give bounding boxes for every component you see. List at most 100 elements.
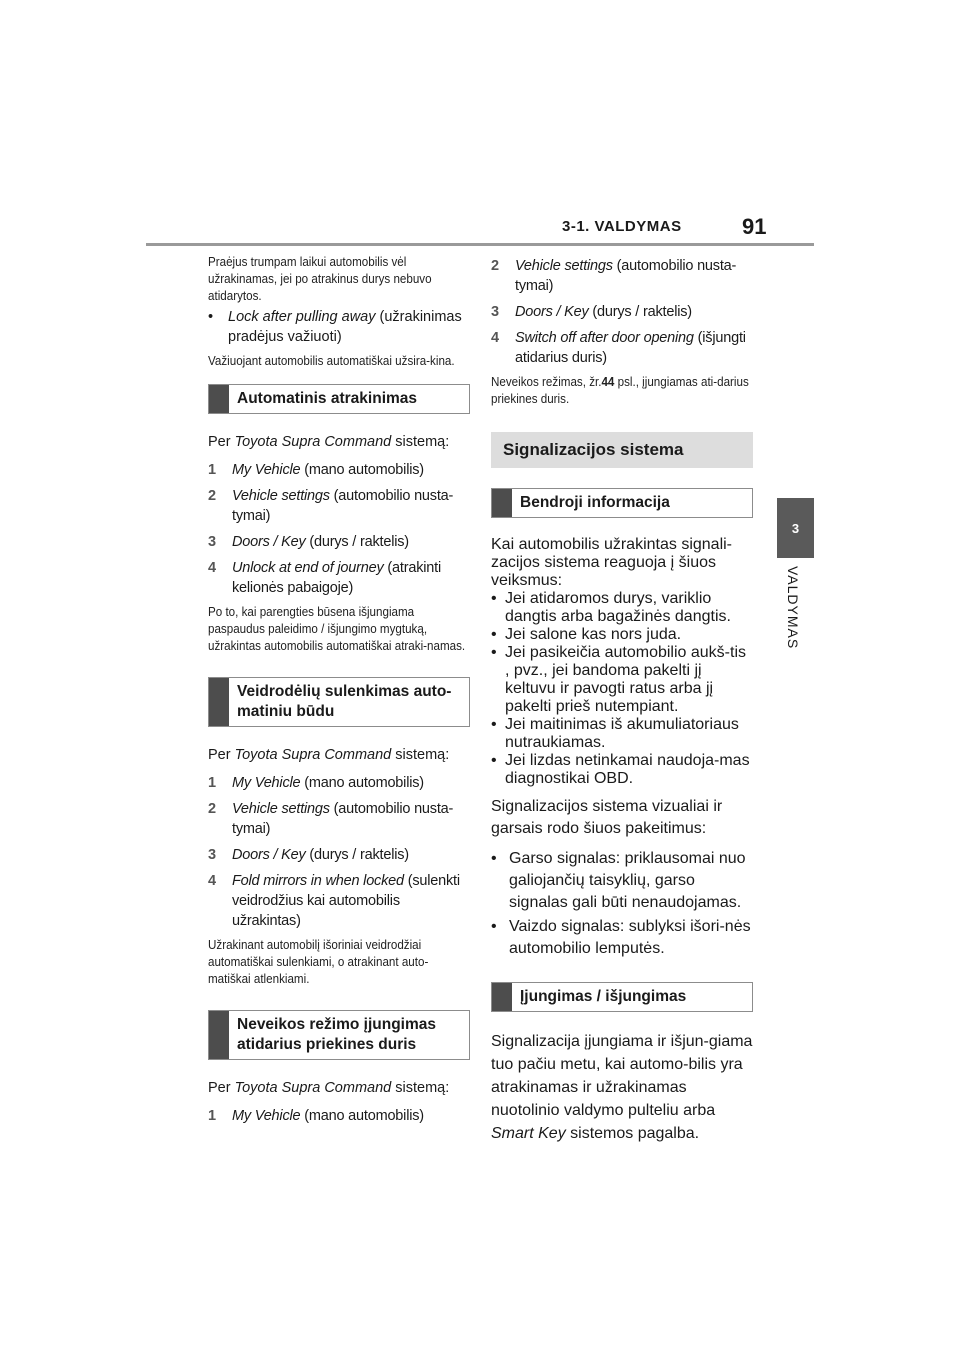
section-intro: Per Toyota Supra Command sistemą:: [208, 1078, 470, 1098]
step-rest: (durys / raktelis): [588, 304, 692, 320]
idle-mode-note: Neveikos režimas, žr.44 psl., įjungiamas…: [491, 374, 751, 408]
step-number: 1: [208, 1108, 216, 1124]
bullet-dot: •: [491, 716, 497, 733]
header-divider: [146, 243, 814, 246]
bullet-dot: •: [491, 626, 497, 643]
section-intro: Per Toyota Supra Command sistemą:: [208, 432, 470, 452]
step-emphasis: My Vehicle: [232, 462, 301, 478]
step-emphasis: Fold mirrors in when locked: [232, 873, 404, 889]
step-number: 1: [208, 775, 216, 791]
step-number: 2: [208, 488, 216, 504]
list-item-text: Vaizdo signalas: sublyksi išori-nės auto…: [509, 918, 751, 957]
step-number: 3: [208, 847, 216, 863]
para-post: sistemos pagalba.: [565, 1125, 700, 1142]
list-item: •Jei pasikeičia automobilio aukš-tis , p…: [491, 644, 753, 716]
step-text: Unlock at end of journey (atrakinti keli…: [232, 558, 470, 598]
list-item-text: Garso signalas: priklausomai nuo galioja…: [509, 850, 746, 911]
left-column: Praėjus trumpam laikui automobilis vėl u…: [208, 254, 470, 1132]
step-item: 1 My Vehicle (mano automobilis): [208, 773, 470, 793]
section-header: 3-1. VALDYMAS: [562, 218, 682, 235]
bullet-item: • Lock after pulling away (užrakinimas p…: [208, 307, 470, 347]
step-item: 2 Vehicle settings (automobilio nusta-tym…: [208, 486, 470, 526]
section-note: Po to, kai parengties būsena išjungiama …: [208, 605, 466, 653]
list-item: •Garso signalas: priklausomai nuo galioj…: [491, 848, 753, 914]
step-rest: (durys / raktelis): [305, 847, 409, 863]
list-item-text: Jei atidaromos durys, variklio dangtis a…: [505, 590, 731, 625]
step-text: Switch off after door opening (išjungti …: [515, 328, 753, 368]
bullet-dot: •: [491, 918, 497, 935]
step-text: Vehicle settings (automobilio nusta-tyma…: [232, 799, 470, 839]
chapter-tab: 3: [777, 498, 814, 558]
step-rest: (automobilio nusta-tymai): [232, 488, 454, 524]
step-text: Vehicle settings (automobilio nusta-tyma…: [232, 486, 470, 526]
intro-emphasis: Toyota Supra Command: [234, 1080, 392, 1096]
step-emphasis: Unlock at end of journey: [232, 560, 384, 576]
bullet-note: Važiuojant automobilis automatiškai užsi…: [208, 354, 455, 368]
steps-list: 1 My Vehicle (mano automobilis) 2 Vehicle …: [208, 773, 470, 931]
intro-post: sistemą:: [391, 434, 450, 450]
step-text: My Vehicle (mano automobilis): [232, 460, 424, 480]
intro-pre: Per: [208, 747, 235, 763]
step-rest: (automobilio nusta-tymai): [515, 258, 737, 294]
heading-title: Automatinis atrakinimas: [237, 390, 418, 407]
heading-title: Signalizacijos sistema: [503, 440, 684, 459]
step-item: 3 Doors / Key (durys / raktelis): [208, 845, 470, 865]
section-heading-on-off: Įjungimas / išjungimas: [491, 982, 753, 1012]
intro-emphasis: Toyota Supra Command: [234, 747, 392, 763]
list-item-text: Jei salone kas nors juda.: [505, 626, 682, 643]
trigger-list: • Jei atidaromos durys, variklio dangtis …: [491, 590, 753, 788]
step-item: 4 Unlock at end of journey (atrakinti kel…: [208, 558, 470, 598]
heading-bar: [492, 983, 512, 1011]
step-text: My Vehicle (mano automobilis): [232, 773, 424, 793]
heading-bar: [209, 385, 229, 413]
step-rest: (mano automobilis): [300, 1108, 424, 1124]
step-number: 3: [208, 534, 216, 550]
heading-title: Bendroji informacija: [520, 494, 670, 511]
step-number: 2: [208, 801, 216, 817]
right-column: 2 Vehicle settings (automobilio nusta-tym…: [491, 254, 753, 1153]
list-item: • Jei salone kas nors juda.: [491, 626, 753, 644]
step-text: Fold mirrors in when locked (sulenkti ve…: [232, 871, 470, 931]
step-rest: (automobilio nusta-tymai): [232, 801, 454, 837]
step-emphasis: My Vehicle: [232, 775, 301, 791]
intro-note: Praėjus trumpam laikui automobilis vėl u…: [208, 255, 432, 303]
step-emphasis: Doors / Key: [515, 304, 589, 320]
list-item-text: Jei lizdas netinkamai naudoja-mas diagno…: [505, 752, 750, 787]
bullet-rest: (užrakinimas pradėjus važiuoti): [228, 309, 462, 345]
chapter-heading-alarm: Signalizacijos sistema: [491, 432, 753, 468]
bullet-text: Lock after pulling away (užrakinimas pra…: [228, 307, 470, 347]
intro-emphasis: Toyota Supra Command: [234, 434, 392, 450]
signal-intro: Signalizacijos sistema vizualiai ir gars…: [491, 798, 723, 837]
general-intro: Kai automobilis užrakintas signali-zacij…: [491, 536, 732, 589]
step-number: 2: [491, 258, 499, 274]
step-item: 2 Vehicle settings (automobilio nusta-tym…: [491, 256, 753, 296]
step-emphasis: Vehicle settings: [232, 801, 330, 817]
list-item: • Jei atidaromos durys, variklio dangtis …: [491, 590, 753, 626]
step-rest: (sulenkti veidrodžius kai automobilis už…: [232, 873, 460, 929]
step-number: 4: [208, 560, 216, 576]
bullet-dot: •: [491, 590, 497, 607]
step-emphasis: Vehicle settings: [515, 258, 613, 274]
list-item: • Vaizdo signalas: sublyksi išori-nės aut…: [491, 916, 753, 960]
note-pre: Neveikos režimas, žr.: [491, 375, 602, 389]
on-off-text: Signalizacija įjungiama ir išjun-giama t…: [491, 1030, 753, 1145]
para-pre: Signalizacija įjungiama ir išjun-giama t…: [491, 1033, 753, 1119]
heading-bar: [209, 678, 229, 726]
step-rest: (atrakinti kelionės pabaigoje): [232, 560, 442, 596]
step-text: Doors / Key (durys / raktelis): [232, 845, 409, 865]
step-rest: (mano automobilis): [300, 462, 424, 478]
step-text: My Vehicle (mano automobilis): [232, 1106, 424, 1126]
step-emphasis: Vehicle settings: [232, 488, 330, 504]
intro-pre: Per: [208, 1080, 235, 1096]
bullet-dot: •: [491, 752, 497, 769]
bullet-dot: •: [208, 309, 214, 325]
section-heading-idle-mode: Neveikos režimo įjungimas atidarius prie…: [208, 1010, 470, 1060]
step-number: 4: [491, 330, 499, 346]
signal-list: • Garso signalas: priklausomai nuo galioj…: [491, 848, 753, 960]
list-item: •Jei maitinimas iš akumuliatoriaus nutra…: [491, 716, 753, 752]
